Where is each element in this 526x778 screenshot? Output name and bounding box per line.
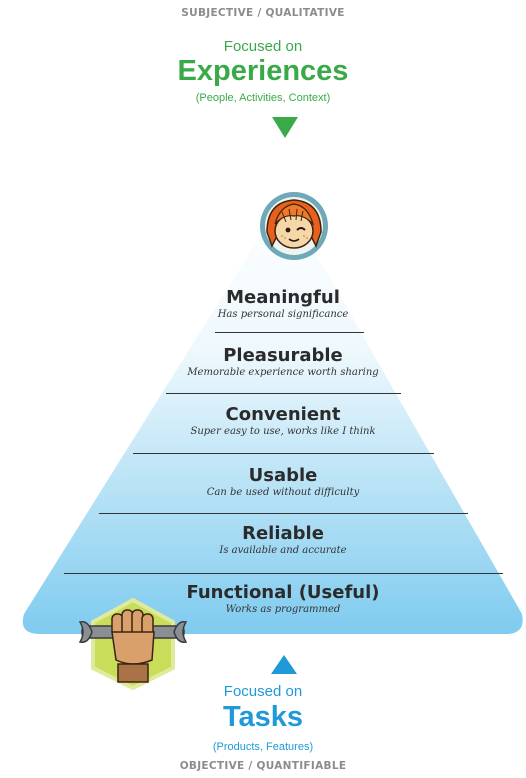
level-description: Is available and accurate <box>219 545 347 556</box>
level-divider <box>99 513 468 514</box>
bottom-focus-detail: (Products, Features) <box>212 741 314 753</box>
level-meaningful: Meaningful Has personal significance <box>0 289 526 320</box>
level-usable: Usable Can be used without difficulty <box>0 467 526 498</box>
level-title: Reliable <box>242 523 324 544</box>
level-title: Convenient <box>225 404 341 425</box>
level-description: Can be used without difficulty <box>206 487 360 498</box>
level-description: Works as programmed <box>225 604 341 615</box>
level-title: Functional (Useful) <box>186 582 380 603</box>
girl-face-icon <box>260 192 328 260</box>
level-divider <box>215 332 364 333</box>
level-convenient: Convenient Super easy to use, works like… <box>0 406 526 437</box>
subjective-caption: SUBJECTIVE / QUALITATIVE <box>181 7 345 19</box>
top-focus-detail: (People, Activities, Context) <box>195 92 331 104</box>
level-divider <box>133 453 434 454</box>
fist-wrench-icon <box>78 598 188 690</box>
level-description: Memorable experience worth sharing <box>187 367 379 378</box>
bottom-focus-prefix: Focused on <box>223 683 303 700</box>
level-reliable: Reliable Is available and accurate <box>0 525 526 556</box>
level-description: Has personal significance <box>217 309 349 320</box>
level-title: Usable <box>248 465 318 486</box>
bottom-focus-word: Tasks <box>222 701 304 733</box>
level-functional: Functional (Useful) Works as programmed <box>0 584 526 615</box>
level-pleasurable: Pleasurable Memorable experience worth s… <box>0 347 526 378</box>
top-focus-word: Experiences <box>177 55 349 87</box>
level-divider <box>64 573 503 574</box>
down-arrow-icon <box>272 117 298 138</box>
level-title: Meaningful <box>226 287 340 308</box>
level-divider <box>166 393 401 394</box>
top-focus-prefix: Focused on <box>223 38 303 55</box>
level-description: Super easy to use, works like I think <box>190 426 376 437</box>
level-title: Pleasurable <box>223 345 343 366</box>
up-arrow-icon <box>271 655 297 674</box>
objective-caption: OBJECTIVE / QUANTIFIABLE <box>179 760 347 772</box>
